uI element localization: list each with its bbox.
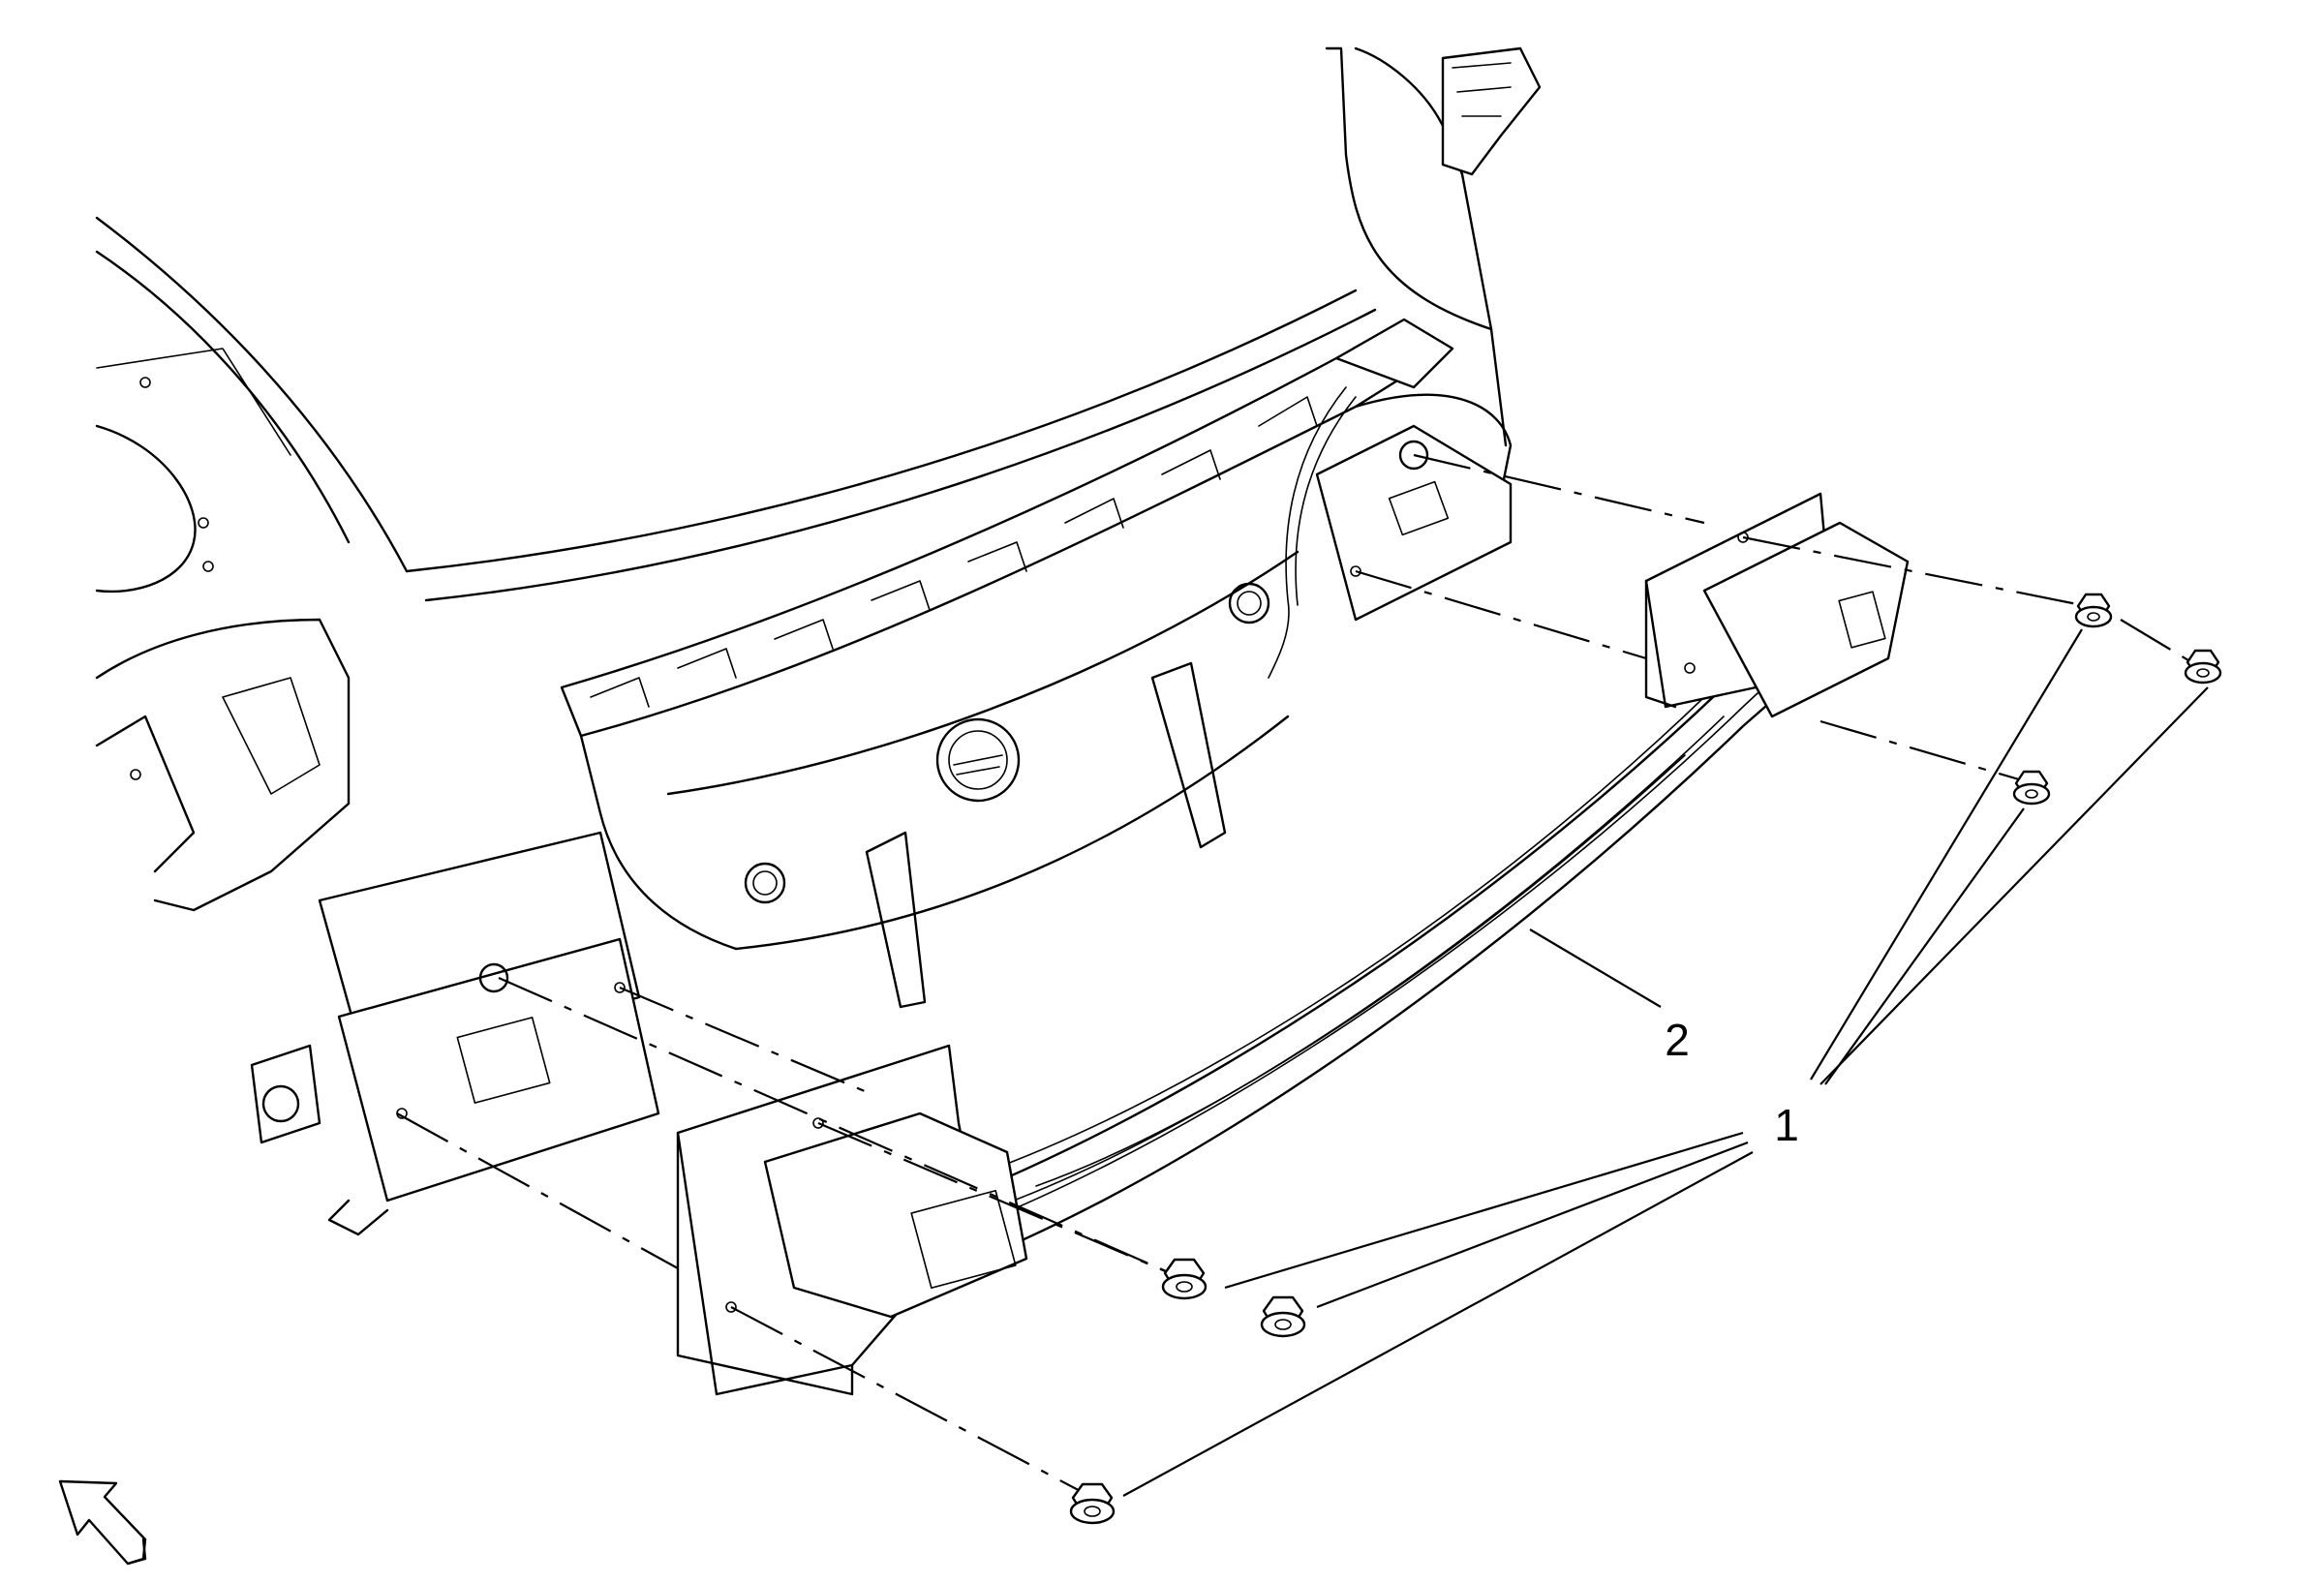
front-direction-arrow-icon [58, 1479, 147, 1566]
nut [2184, 649, 2222, 685]
nut [2074, 593, 2113, 628]
callout-label-2: 2 [1665, 1015, 1690, 1065]
callout-label-1: 1 [1774, 1100, 1799, 1150]
nut [2012, 770, 2051, 806]
bumper-impact-bar [676, 492, 1910, 1396]
nut [1069, 1482, 1116, 1525]
nut-group [1069, 593, 2222, 1525]
vehicle-rear-body [95, 46, 1542, 1236]
nut [1260, 1295, 1306, 1338]
alignment-centerlines [396, 453, 2194, 1497]
nut [1161, 1258, 1208, 1300]
leader-lines [1122, 628, 2209, 1497]
